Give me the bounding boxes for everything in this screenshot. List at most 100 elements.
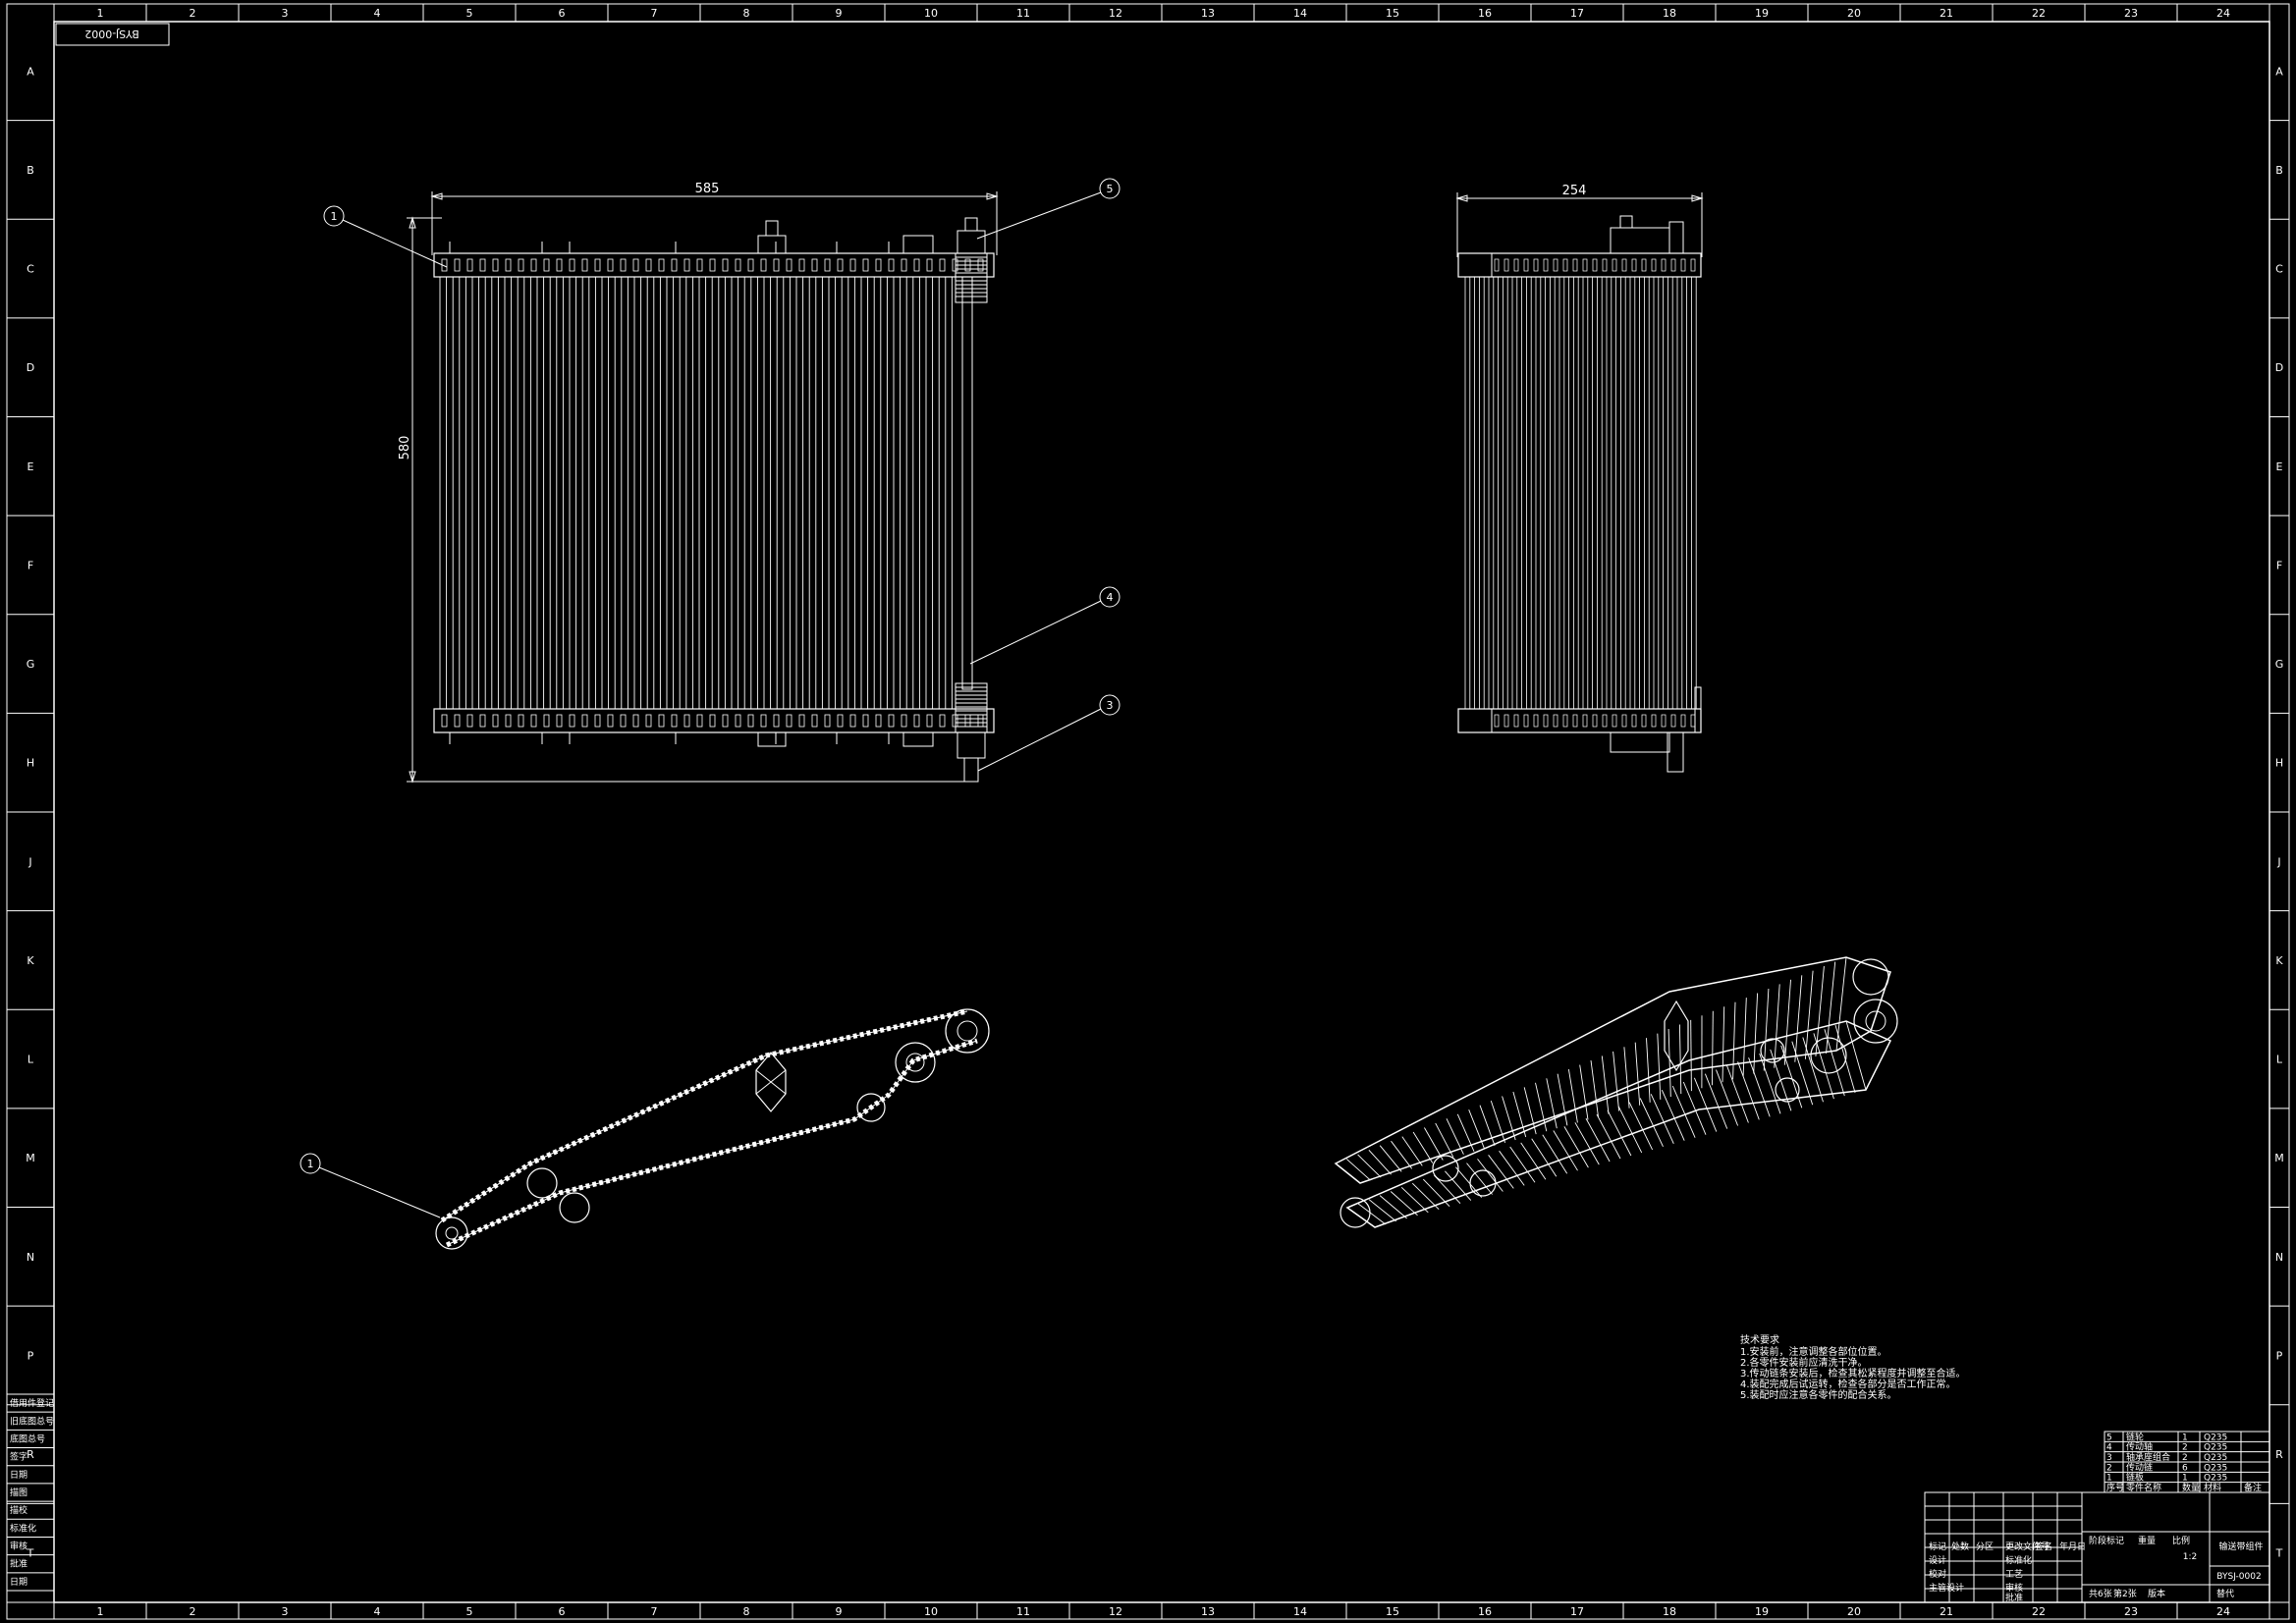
side-width-dimension: 254	[1562, 184, 1587, 198]
col-label: 7	[651, 1605, 658, 1618]
title-block-label: 年月日	[2059, 1541, 2086, 1552]
bom-cell: Q235	[2204, 1453, 2227, 1463]
col-label: 24	[2216, 7, 2230, 20]
left-strip-label: 签字	[10, 1451, 27, 1463]
bom-cell: 传动链	[2126, 1461, 2153, 1473]
bom-header-cell: 材料	[2204, 1482, 2221, 1493]
col-label: 4	[374, 7, 381, 20]
row-label: R	[27, 1448, 34, 1461]
row-label: H	[27, 757, 34, 770]
title-block-label: 处数	[1951, 1541, 1969, 1552]
bom-cell: 传动轴	[2126, 1441, 2153, 1453]
col-label: 13	[1201, 7, 1215, 20]
row-label: F	[27, 559, 33, 571]
title-part-name: 输送带组件	[2218, 1541, 2263, 1552]
row-label: E	[2276, 460, 2283, 473]
col-label: 20	[1847, 7, 1861, 20]
bom-header-cell: 备注	[2244, 1482, 2262, 1493]
code-stamp-text: BYSJ-0002	[84, 27, 138, 40]
col-label: 20	[1847, 1605, 1861, 1618]
title-block-label: 分区	[1976, 1542, 1994, 1552]
title-block-label: 阶段标记	[2089, 1535, 2124, 1546]
title-block-label: 替代	[2216, 1588, 2234, 1599]
title-drawing-no: BYSJ-0002	[2216, 1572, 2261, 1582]
col-label: 5	[466, 7, 473, 20]
col-label: 6	[559, 7, 566, 20]
row-label: J	[2276, 855, 2280, 868]
bom-cell: 链轮	[2126, 1431, 2144, 1442]
front-view: 585 580 1	[323, 178, 1121, 784]
inner-frame	[53, 21, 2270, 1603]
col-label: 19	[1755, 1605, 1769, 1618]
left-strip-label: 日期	[10, 1577, 27, 1588]
row-label: F	[2276, 559, 2282, 571]
left-strip-label: 底图总号	[10, 1433, 45, 1444]
col-label: 1	[97, 7, 104, 20]
row-label: A	[27, 65, 34, 78]
bom-cell: 2	[2106, 1463, 2112, 1473]
title-block-label: 标准化	[2005, 1554, 2032, 1566]
bom-cell: 4	[2106, 1443, 2112, 1453]
col-label: 12	[1109, 1605, 1122, 1618]
note-line-2: 2.各零件安装前应清洗干净。	[1740, 1356, 1868, 1369]
row-label: B	[2275, 164, 2283, 177]
side-view: 254	[1455, 184, 1704, 773]
row-label: C	[27, 263, 34, 276]
col-label: 12	[1109, 7, 1122, 20]
isometric-view	[1334, 956, 1898, 1228]
col-label: 2	[190, 1605, 196, 1618]
row-label: L	[2276, 1054, 2283, 1066]
col-label: 3	[282, 1605, 289, 1618]
title-block-label: 比例	[2172, 1535, 2190, 1546]
bom-cell: Q235	[2204, 1433, 2227, 1442]
callout-4: 4	[969, 586, 1121, 665]
row-label: K	[2275, 954, 2283, 967]
title-block-label: 工艺	[2005, 1569, 2023, 1580]
row-label: N	[27, 1251, 34, 1264]
row-label: D	[27, 361, 34, 374]
col-label: 17	[1570, 7, 1584, 20]
col-label: 6	[559, 1605, 566, 1618]
col-label: 11	[1016, 7, 1030, 20]
col-label: 15	[1386, 7, 1399, 20]
col-label: 18	[1663, 1605, 1676, 1618]
title-block-label: 主管设计	[1929, 1582, 1964, 1594]
title-block-label: 共6张	[2089, 1589, 2112, 1599]
row-label: T	[27, 1547, 34, 1560]
code-stamp: BYSJ-0002	[55, 23, 170, 46]
row-label: J	[27, 855, 31, 868]
left-strip-label: 描校	[10, 1504, 27, 1516]
bom-header-cell: 序号	[2106, 1482, 2124, 1493]
technical-notes: 技术要求 1.安装前，注意调整各部位位置。 2.各零件安装前应清洗干净。 3.传…	[1740, 1333, 1966, 1401]
bom-cell: 2	[2182, 1453, 2188, 1463]
svg-text:1: 1	[331, 210, 338, 223]
left-strip-label: 审核	[10, 1541, 27, 1552]
svg-text:5: 5	[1107, 183, 1114, 195]
bom-header-cell: 数量	[2182, 1482, 2200, 1493]
row-label: H	[2275, 757, 2283, 770]
row-label: L	[27, 1054, 34, 1066]
title-block-label: 标记	[1929, 1541, 1946, 1552]
row-label: G	[2275, 658, 2284, 671]
row-label: T	[2275, 1547, 2283, 1560]
bom-header-cell: 零件名称	[2126, 1482, 2161, 1493]
col-label: 13	[1201, 1605, 1215, 1618]
col-label: 21	[1940, 1605, 1953, 1618]
col-label: 8	[743, 1605, 750, 1618]
row-label: P	[2276, 1349, 2283, 1362]
title-block-label: 版本	[2148, 1588, 2165, 1599]
row-label: A	[2275, 65, 2283, 78]
left-strip-label: 描图	[10, 1487, 27, 1498]
row-label: P	[27, 1349, 34, 1362]
left-strip-label: 批准	[10, 1558, 27, 1570]
col-label: 7	[651, 7, 658, 20]
col-label: 9	[836, 1605, 843, 1618]
col-label: 16	[1478, 7, 1492, 20]
col-label: 10	[924, 1605, 938, 1618]
callout-1: 1	[323, 205, 448, 268]
